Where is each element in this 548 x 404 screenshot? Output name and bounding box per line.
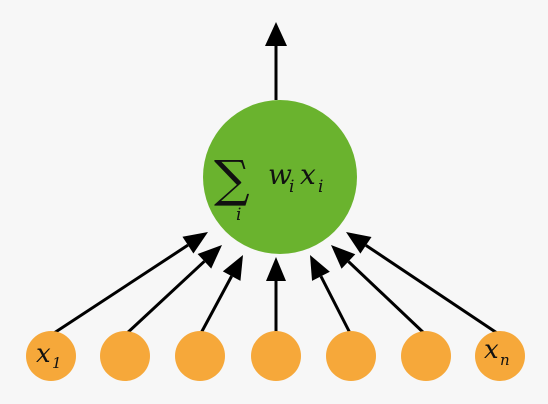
input-arrows [50,232,501,337]
input-subscript: i [318,177,323,197]
input-arrowhead-5 [310,255,330,281]
input-node-7 [475,331,525,381]
sigma-symbol: ∑ [214,150,250,208]
output-arrow [265,22,287,100]
input-arrow-7 [365,244,501,337]
output-arrowhead [265,22,287,46]
neuron: ∑ i w i x i [203,100,357,254]
last-input-variable: x [484,335,499,365]
input-arrow-1 [50,243,189,337]
input-arrow-2 [123,260,206,337]
input-arrowhead-2 [197,245,222,269]
first-input-subscript: 1 [52,354,62,372]
last-input-subscript: n [500,351,510,369]
input-arrowhead-1 [182,232,208,254]
input-arrow-3 [198,275,233,336]
input-arrow-5 [319,275,353,336]
input-arrowhead-3 [222,255,243,281]
input-node-3 [175,331,225,381]
input-node-1 [26,331,76,381]
input-arrowhead-7 [346,232,372,254]
input-arrow-6 [347,260,428,337]
input-node-2 [100,331,150,381]
weight-subscript: i [289,177,294,197]
input-node-5 [326,331,376,381]
sigma-index: i [236,205,241,225]
input-nodes [26,331,525,381]
input-node-4 [251,331,301,381]
input-arrowhead-6 [331,245,356,269]
input-node-6 [401,331,451,381]
input-variable: x [300,158,316,191]
input-arrowhead-4 [266,257,286,281]
neuron-circle [203,100,357,254]
input-labels: x 1 x n [36,335,510,372]
first-input-variable: x [36,339,51,369]
weight-variable: w [268,158,292,191]
